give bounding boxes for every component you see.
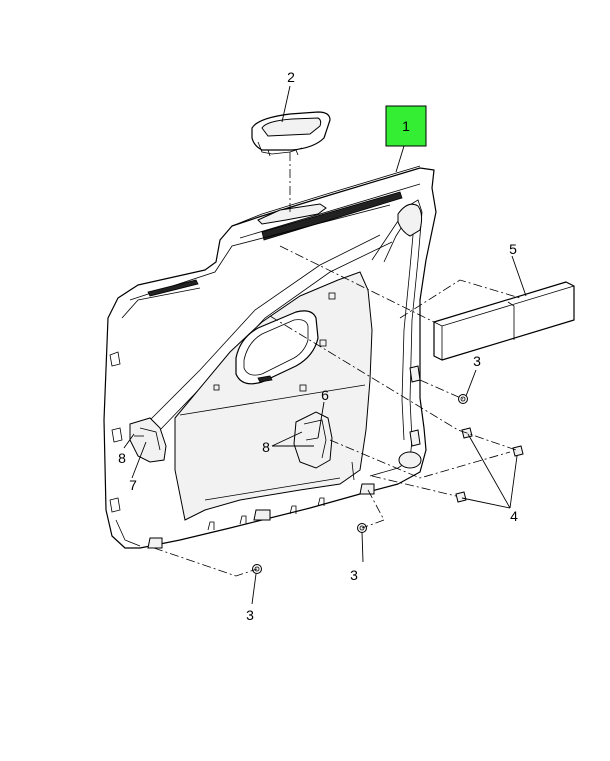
callout-8-left: 8 <box>118 450 126 466</box>
alignment-lines <box>153 152 521 577</box>
callout-6: 6 <box>321 387 329 403</box>
pull-cup-bezel <box>251 111 331 157</box>
callout-3-bottom-left: 3 <box>246 607 254 623</box>
push-clip-lower <box>455 491 467 503</box>
callout-7: 7 <box>129 477 137 493</box>
callout-4: 4 <box>510 508 518 524</box>
callout-3-bottom-center: 3 <box>350 567 358 583</box>
left-mounting-bracket <box>129 417 167 463</box>
highlight-box-item-1 <box>385 105 427 147</box>
leader-lines <box>123 85 527 605</box>
insulator-pad <box>433 281 575 361</box>
callout-5: 5 <box>509 241 517 257</box>
callout-8-center: 8 <box>262 439 270 455</box>
center-mounting-bracket <box>293 411 333 469</box>
callout-1: 1 <box>402 118 410 134</box>
callout-3-right: 3 <box>473 353 481 369</box>
door-trim-panel <box>103 165 437 549</box>
callout-2: 2 <box>287 69 295 85</box>
push-clip-right <box>512 445 524 457</box>
